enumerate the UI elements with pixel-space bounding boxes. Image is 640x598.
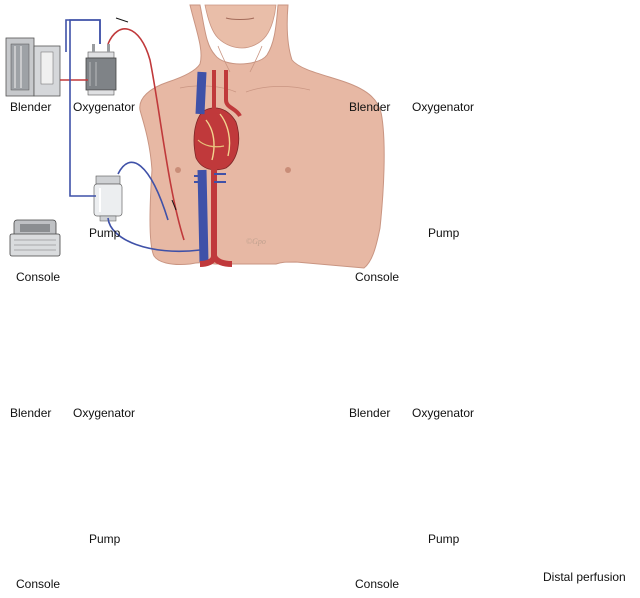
pump-icon [93, 175, 123, 222]
oxygenator-label: Oxygenator [73, 100, 136, 114]
console-label: Console [355, 577, 400, 591]
pump-label: Pump [89, 532, 121, 546]
console-icon [9, 219, 61, 257]
oxygenator-label: Oxygenator [412, 100, 475, 114]
venous-drainage [107, 217, 201, 252]
blender-label: Blender [10, 100, 52, 114]
blender-icon [5, 37, 61, 97]
pump-label: Pump [428, 226, 460, 240]
pump-label: Pump [428, 532, 460, 546]
oxygenator-label: Oxygenator [412, 406, 475, 420]
console-label: Console [355, 270, 400, 284]
blender-label: Blender [10, 406, 52, 420]
distal-perfusion-label: Distal perfusion [543, 570, 626, 584]
oxygenator-icon [85, 43, 117, 96]
arterial-return [107, 28, 185, 241]
torso [140, 5, 384, 268]
panel-top-left [5, 5, 384, 268]
oxygenator-label: Oxygenator [73, 406, 136, 420]
console-label: Console [16, 577, 61, 591]
pump-label: Pump [89, 226, 121, 240]
blender-label: Blender [349, 100, 391, 114]
flow-arrow [115, 17, 129, 23]
venous-line [69, 19, 101, 197]
blender-label: Blender [349, 406, 391, 420]
console-label: Console [16, 270, 61, 284]
flow-arrow-2 [171, 199, 177, 211]
return-cannula [117, 161, 169, 221]
